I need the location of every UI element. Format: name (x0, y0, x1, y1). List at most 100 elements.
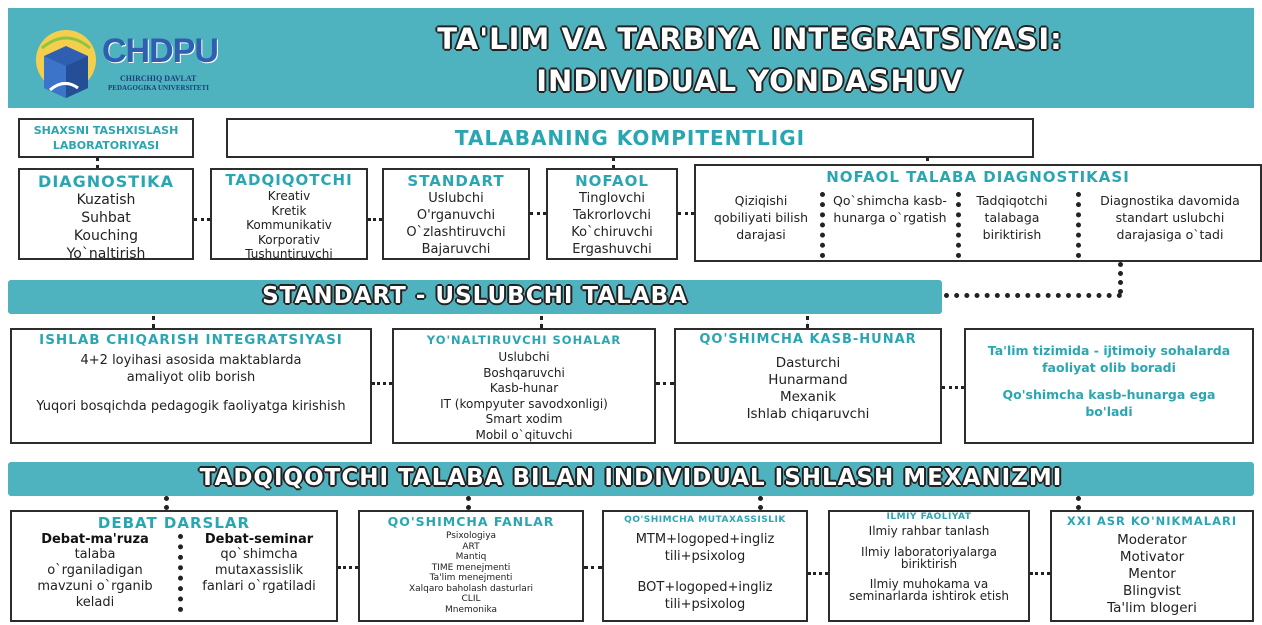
connector (942, 386, 964, 389)
list-item: Mobil o`qituvchi (475, 427, 573, 442)
list-item: mutaxassislik (214, 563, 304, 578)
lab-title: SHAXSNI TASHXISLASH LABORATORIYASI (33, 124, 179, 152)
list-item: mavzuni o`rganib (37, 579, 153, 594)
list-item: Kreativ (267, 189, 311, 203)
list-item: Motivator (1119, 549, 1185, 565)
standart-title: STANDART (407, 172, 505, 190)
debat-left-title: Debat-ma'ruza (41, 532, 149, 547)
kompetent-title: TALABANING KOMPITENTLIGI (454, 126, 806, 150)
logo-subtitle-2: PEDAGOGIKA UNIVERSITETI (108, 84, 209, 92)
list-item: Mantiq (455, 552, 487, 562)
connector (806, 316, 809, 328)
mutaxassislik-title: QO'SHIMCHA MUTAXASSISLIK (624, 515, 786, 525)
yonaltiruvchi-title: YO'NALTIRUVCHI SOHALAR (426, 333, 622, 347)
tadqiqotchi-title: TADQIQOTCHI (225, 171, 353, 189)
divider (956, 192, 961, 258)
debat-title: DEBAT DARSLAR (97, 514, 251, 532)
list-item: Ta'lim menejmenti (429, 573, 513, 583)
ilmiy-text-3: Ilmiy muhokama va seminarlarda ishtirok … (848, 577, 1010, 603)
nofaol-diag-title: NOFAOL TALABA DIAGNOSTIKASI (826, 168, 1130, 186)
xxi-list: Moderator Motivator Mentor Blingvist Ta'… (1052, 532, 1252, 617)
list-item: Xalqaro baholash dasturlari (408, 583, 534, 594)
divider (820, 192, 825, 258)
diagnostika-title: DIAGNOSTIKA (38, 172, 174, 191)
list-item: Smart xodim (485, 412, 563, 426)
connector (612, 158, 615, 168)
list-item: Kommunikativ (246, 218, 332, 232)
connector (540, 316, 543, 328)
list-item: Yo`naltirish (66, 246, 146, 262)
connector (466, 496, 471, 510)
list-item: Ishlab chiqaruvchi (746, 406, 870, 422)
nofaol-title: NOFAOL (575, 172, 649, 190)
tadqiqotchi-banner-title: TADQIQOTCHI TALABA BILAN INDIVIDUAL ISHL… (199, 465, 1063, 491)
xxi-box: XXI ASR KO'NIKMALARI Moderator Motivator… (1050, 510, 1254, 622)
connector (678, 212, 694, 215)
list-item: Kuzatish (76, 192, 136, 208)
logo-subtitle-1: CHIRCHIQ DAVLAT (120, 74, 197, 83)
list-item: Uslubchi (428, 191, 484, 206)
ishlab-box: ISHLAB CHIQARISH INTEGRATSIYASI 4+2 loyi… (10, 328, 372, 444)
list-item: keladi (75, 595, 115, 610)
standart-list: Uslubchi O'rganuvchi O`zlashtiruvchi Baj… (384, 190, 528, 258)
list-item: Blingvist (1123, 583, 1181, 599)
divider (178, 534, 183, 612)
nofaol-box: NOFAOL Tinglovchi Takrorlovchi Ko`chiruv… (546, 168, 678, 260)
list-item: O'rganuvchi (416, 208, 496, 223)
list-item: TIME menejmenti (431, 562, 511, 573)
nofaol-diag-col1: Qiziqishi qobiliyati bilish darajasi (713, 193, 809, 242)
debat-right: Debat-seminar qo`shimcha mutaxassislik f… (184, 532, 334, 595)
list-item: O`zlashtiruvchi (406, 225, 506, 240)
connector (944, 293, 1122, 298)
connector (194, 218, 210, 221)
connector (1076, 496, 1081, 510)
kompetent-box: TALABANING KOMPITENTLIGI (226, 118, 1034, 158)
mutaxassislik-box: QO'SHIMCHA MUTAXASSISLIK MTM+logoped+ing… (602, 510, 808, 622)
list-item: IT (kompyuter savodxonligi) (440, 396, 608, 411)
list-item: Ta'lim blogeri (1107, 600, 1197, 616)
debat-right-title: Debat-seminar (204, 532, 314, 547)
nofaol-diag-box: NOFAOL TALABA DIAGNOSTIKASI Qiziqishi qo… (694, 164, 1262, 262)
connector (530, 212, 546, 215)
list-item: Mexanik (779, 389, 837, 405)
list-item: Boshqaruvchi (483, 365, 565, 380)
yonaltiruvchi-box: YO'NALTIRUVCHI SOHALAR Uslubchi Boshqaru… (392, 328, 656, 444)
ilmiy-text-1: Ilmiy rahbar tanlash (868, 524, 990, 538)
diagnostika-box: DIAGNOSTIKA Kuzatish Suhbat Kouching Yo`… (18, 168, 194, 262)
connector (152, 316, 155, 328)
list-item: Suhbat (81, 210, 131, 226)
yonaltiruvchi-list: Uslubchi Boshqaruvchi Kasb-hunar IT (kom… (394, 350, 654, 443)
list-item: Psixologiya (445, 531, 497, 541)
fanlar-title: QO'SHIMCHA FANLAR (387, 514, 555, 529)
list-item: o`rganiladigan (47, 563, 143, 578)
list-item: Mnemonika (444, 604, 498, 615)
fanlar-list: Psixologiya ART Mantiq TIME menejmenti T… (360, 531, 582, 615)
nofaol-diag-col4: Diagnostika davomida standart uslubchi d… (1100, 193, 1240, 242)
list-item: ART (462, 541, 480, 552)
standart-banner (8, 280, 942, 314)
ishlab-text-2: Yuqori bosqichda pedagogik faoliyatga ki… (36, 399, 346, 414)
nofaol-diag-col2: Qo`shimcha kasb-hunarga o`rgatish (833, 193, 947, 225)
lab-box: SHAXSNI TASHXISLASH LABORATORIYASI (18, 118, 194, 158)
standart-box: STANDART Uslubchi O'rganuvchi O`zlashtir… (382, 168, 530, 260)
list-item: fanlari o`rgatiladi (202, 579, 316, 594)
tadqiqotchi-box: TADQIQOTCHI Kreativ Kretik Kommunikativ … (210, 168, 368, 261)
debat-left: Debat-ma'ruza talaba o`rganiladigan mavz… (16, 532, 174, 611)
talim-text-2: Qo'shimcha kasb-hunarga ega bo'ladi (1002, 387, 1216, 419)
connector (656, 382, 674, 385)
list-item: Ko`chiruvchi (571, 225, 653, 240)
talim-text-1: Ta'lim tizimida - ijtimoiy sohalarda fao… (987, 343, 1231, 375)
debat-left-list: talaba o`rganiladigan mavzuni o`rganib k… (16, 547, 174, 611)
ilmiy-text-2: Ilmiy laboratoriyalarga biriktirish (861, 545, 997, 571)
page-title-line-2: INDIVIDUAL YONDASHUV (536, 64, 964, 98)
list-item: CLIL (461, 594, 481, 604)
qoshimcha-kasb-title: QO'SHIMCHA KASB-HUNAR (699, 332, 917, 347)
list-item: Dasturchi (775, 355, 841, 371)
ishlab-text-1: 4+2 loyihasi asosida maktablarda amaliyo… (80, 353, 302, 385)
nofaol-diag-col3: Tadqiqotchi talabaga biriktirish (976, 193, 1048, 242)
page-title-line-1: TA'LIM VA TARBIYA INTEGRATSIYASI: (437, 22, 1063, 56)
list-item: Kretik (271, 203, 307, 218)
mutaxassislik-text-2: BOT+logoped+ingliz tili+psixolog (637, 580, 773, 612)
nofaol-list: Tinglovchi Takrorlovchi Ko`chiruvchi Erg… (548, 190, 676, 258)
list-item: Tushuntiruvchi (245, 247, 333, 261)
